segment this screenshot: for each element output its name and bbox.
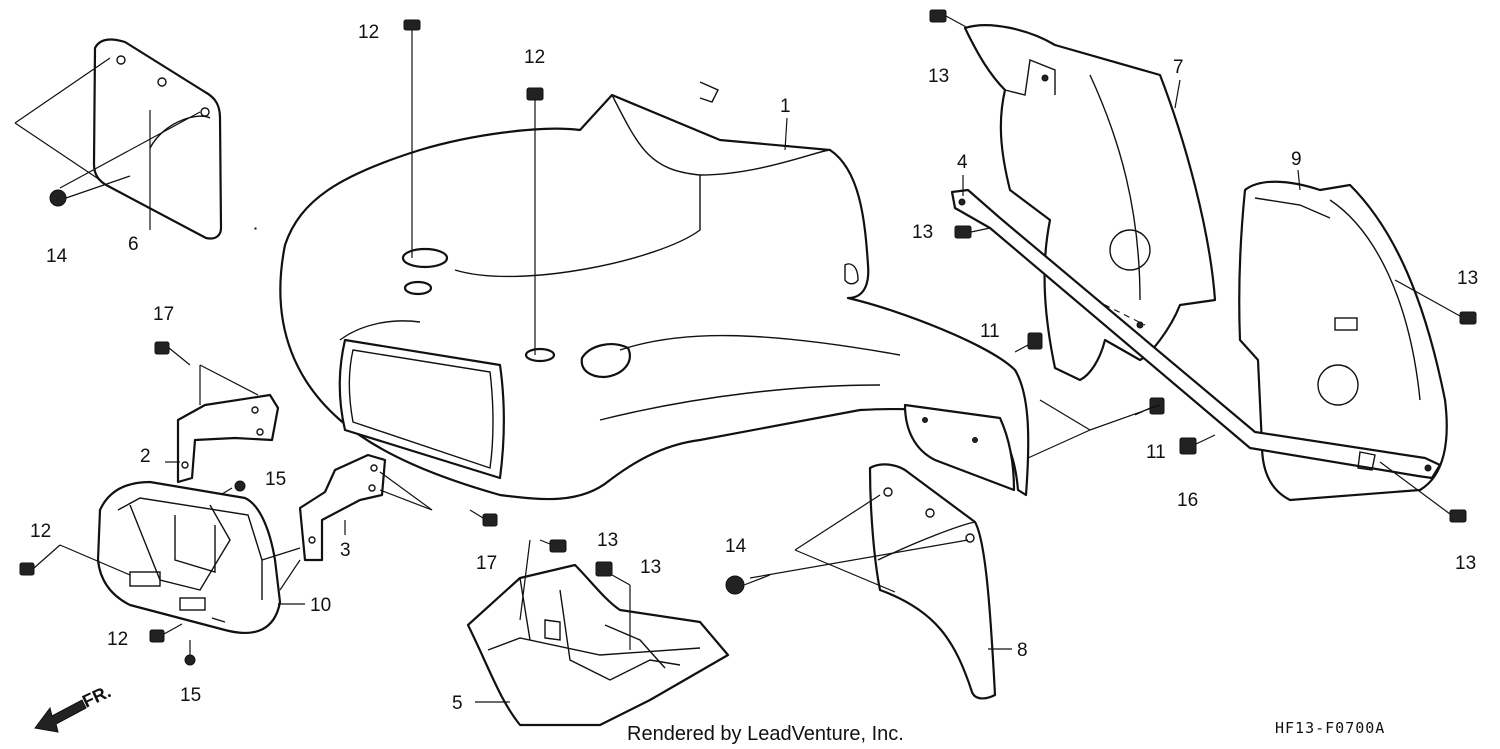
callout-17a: 17 <box>153 304 174 325</box>
callout-12c: 12 <box>30 521 51 542</box>
callout-labels: 1 2 3 4 5 6 7 8 9 10 11 11 12 12 12 12 1… <box>30 22 1478 714</box>
part-9-inner-fender-right <box>1238 180 1448 502</box>
callout-17b: 17 <box>476 553 497 574</box>
callout-12d: 12 <box>107 629 128 650</box>
callout-12a: 12 <box>358 22 379 43</box>
fasteners <box>19 9 1477 703</box>
callout-13b: 13 <box>912 222 933 243</box>
callout-3: 3 <box>340 540 351 561</box>
callout-6: 6 <box>128 234 139 255</box>
callout-13e: 13 <box>597 530 618 551</box>
callout-14a: 14 <box>46 246 68 267</box>
part-10-headlight-case <box>96 480 282 634</box>
callout-13c: 13 <box>1457 268 1478 289</box>
render-credit: Rendered by LeadVenture, Inc. <box>627 723 904 745</box>
callout-13a: 13 <box>928 66 949 87</box>
callout-7: 7 <box>1173 57 1184 78</box>
diagram-code: HF13-F0700A <box>1275 719 1385 737</box>
callout-1: 1 <box>780 96 791 117</box>
callout-12b: 12 <box>524 47 545 68</box>
callout-8: 8 <box>1017 640 1028 661</box>
callout-13d: 13 <box>1455 553 1476 574</box>
callout-2: 2 <box>140 446 151 467</box>
part-4-fender-stay <box>950 188 1442 480</box>
part-7-inner-fender-upper <box>963 24 1217 382</box>
callout-4: 4 <box>957 152 968 173</box>
callout-15a: 15 <box>265 469 286 490</box>
callout-9: 9 <box>1291 149 1302 170</box>
part-1-front-fender <box>279 81 1030 501</box>
part-8-inner-mudguard <box>749 463 997 700</box>
part-6-front-mudguard <box>14 38 223 240</box>
callout-14b: 14 <box>725 536 747 557</box>
callout-11a: 11 <box>980 321 1000 342</box>
callout-11b: 11 <box>1146 442 1166 463</box>
callout-16: 16 <box>1177 490 1198 511</box>
callout-15b: 15 <box>180 685 201 706</box>
part-5-storage-tray <box>466 563 730 727</box>
part-3-bracket <box>298 453 433 562</box>
front-arrow-icon <box>34 699 87 733</box>
callout-13f: 13 <box>640 557 661 578</box>
part-2-headlight-bracket <box>176 364 280 484</box>
callout-5: 5 <box>452 693 463 714</box>
callout-10: 10 <box>310 595 331 616</box>
front-direction-indicator: FR. <box>34 681 114 733</box>
